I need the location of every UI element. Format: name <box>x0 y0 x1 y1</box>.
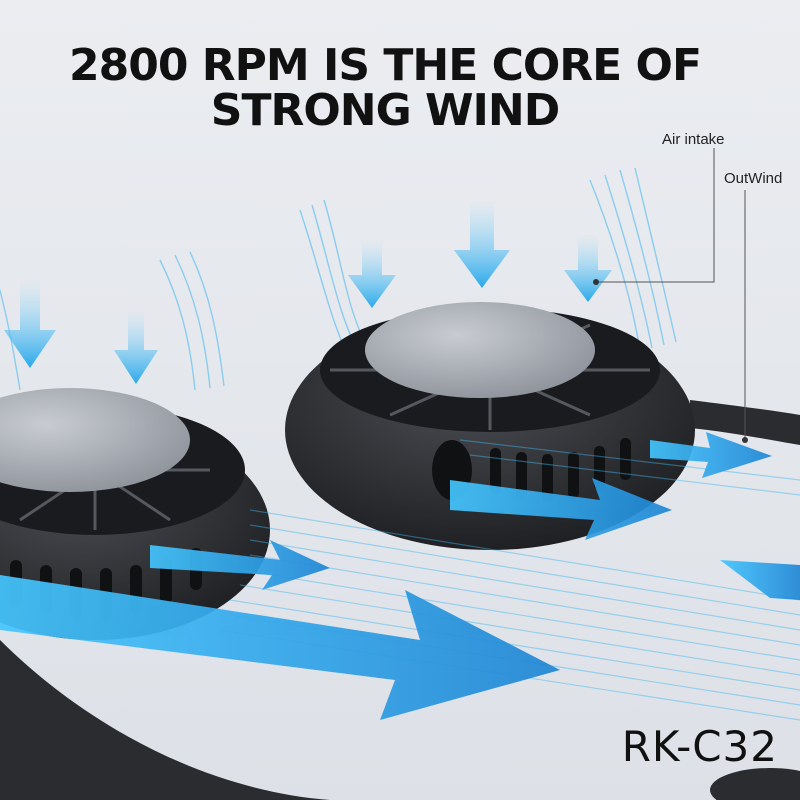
neckband <box>0 640 330 800</box>
air-intake-label: Air intake <box>662 131 725 148</box>
intake-arrows <box>4 200 612 384</box>
headline-line-2: STRONG WIND <box>210 85 561 136</box>
intake-marker <box>593 279 599 285</box>
neckband-end <box>710 768 800 800</box>
intake-streaks-right <box>299 167 677 361</box>
right-fan <box>285 302 695 550</box>
left-fan <box>0 388 270 640</box>
headline-line-1: 2800 RPM IS THE CORE OF <box>68 40 702 91</box>
intake-streaks-left <box>0 251 225 391</box>
outflow-arrows <box>0 432 800 720</box>
outwind-label: OutWind <box>724 170 783 187</box>
outwind-marker <box>742 437 748 443</box>
callout-leaders <box>596 148 746 440</box>
model-number: RK-C32 <box>621 722 778 771</box>
